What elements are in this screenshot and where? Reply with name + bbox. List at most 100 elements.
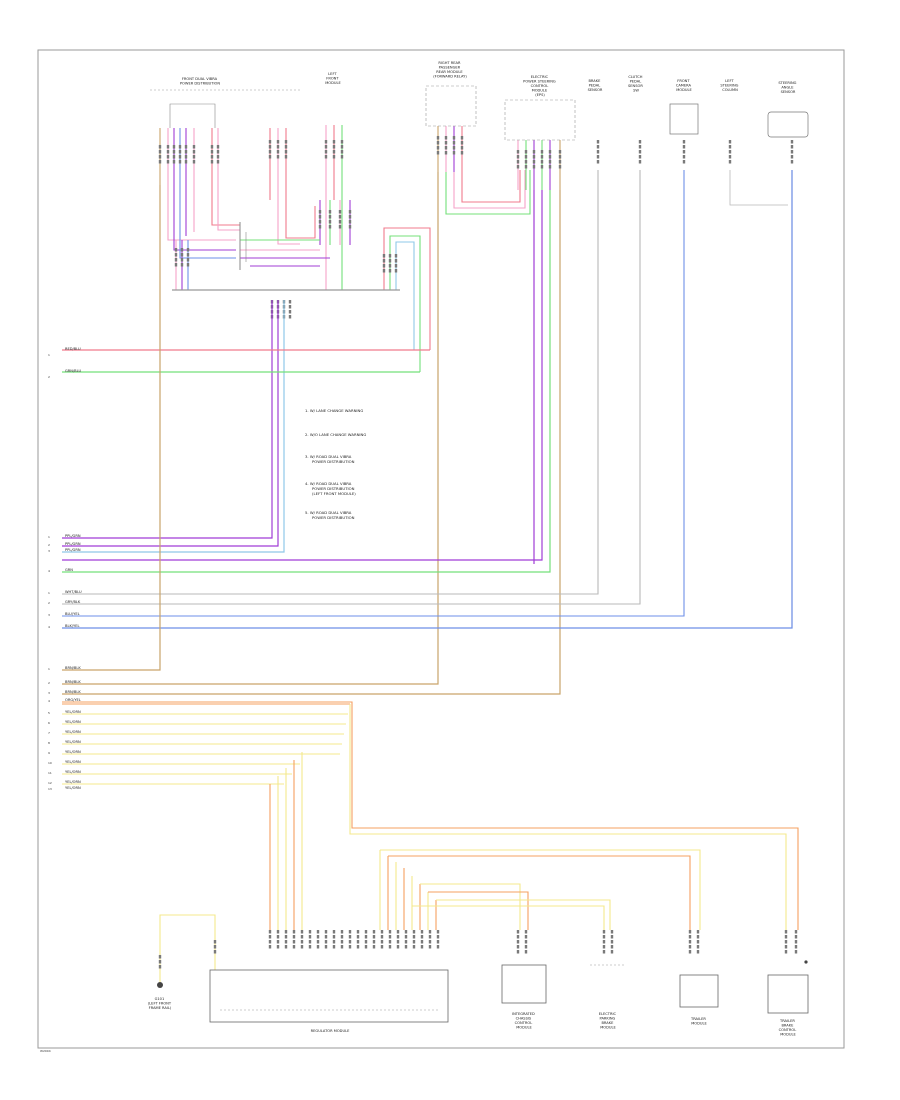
connector-pin: [268, 155, 272, 159]
connector-pin: [328, 220, 332, 224]
connector-pin: [558, 150, 562, 154]
connector-pin: [284, 140, 288, 144]
connector-pin: [284, 150, 288, 154]
connector-pin: [172, 160, 176, 164]
connector-pin: [548, 155, 552, 159]
connector-pin: [316, 945, 320, 949]
wire-73: [62, 185, 161, 671]
connector-pin: [460, 141, 464, 145]
wire-71: [729, 170, 788, 206]
connector-pin: [178, 160, 182, 164]
connector-pin: [404, 930, 408, 934]
connector-pin: [532, 150, 536, 154]
connector-pin: [186, 248, 190, 252]
connector-pin: [178, 155, 182, 159]
connector-pin: [516, 945, 520, 949]
connector-pin: [158, 160, 162, 164]
bus-label-power-9: YEL/ORN: [65, 760, 81, 764]
connector-pin: [558, 165, 562, 169]
connector-pin: [540, 160, 544, 164]
connector-pin: [292, 935, 296, 939]
connector-pin: [316, 930, 320, 934]
connector-pin: [348, 940, 352, 944]
connector-pin: [524, 150, 528, 154]
connector-pin: [300, 935, 304, 939]
connector-pin: [436, 930, 440, 934]
connector-pin: [436, 935, 440, 939]
connector-pin: [696, 930, 700, 934]
comp-steering-angle-box: [767, 111, 809, 138]
connector-pin: [784, 930, 788, 934]
connector-pin: [794, 935, 798, 939]
connector-pin: [460, 136, 464, 140]
connector-pin: [308, 930, 312, 934]
wire-8: [167, 185, 236, 241]
bus-label-low-1: GRY/BLK: [65, 600, 81, 604]
connector-pin: [300, 930, 304, 934]
connector-pin: [348, 225, 352, 229]
comp-right-rear-module: RIGHT REAR PASSENGER REAR MODULE (FORWAR…: [433, 61, 467, 79]
connector-pin: [158, 965, 162, 969]
connector-pin: [184, 160, 188, 164]
wire-22: [285, 200, 316, 239]
footer-code: W2004: [40, 1049, 51, 1053]
pin-number: 3: [48, 691, 50, 695]
connector-pin: [192, 160, 196, 164]
connector-pin: [340, 140, 344, 144]
connector-pin: [428, 940, 432, 944]
connector-pin: [288, 305, 292, 309]
connector-pin: [558, 155, 562, 159]
connector-pin: [318, 215, 322, 219]
connector-pin: [180, 248, 184, 252]
comp-front-camera-module: FRONT CAMERA MODULE: [676, 79, 693, 92]
comp-front-dual-vibra: FRONT DUAL VIBRA POWER DISTRIBUTION: [180, 77, 220, 86]
pin-number: 3: [48, 549, 50, 553]
connector-pin: [428, 945, 432, 949]
wire-84: [349, 704, 787, 930]
wire-63: [62, 190, 543, 561]
connector-pin: [388, 269, 392, 273]
wire-41: [383, 227, 431, 350]
bus-label-power-11: YEL/ORN: [65, 780, 81, 784]
connector-pin: [184, 155, 188, 159]
connector-pin: [728, 145, 732, 149]
comp-eps-module: ELECTRIC POWER STEERING CONTROL MODULE (…: [523, 75, 557, 97]
connector-pin: [436, 141, 440, 145]
connector-pin: [166, 145, 170, 149]
connector-pin: [548, 160, 552, 164]
connector-pin: [516, 940, 520, 944]
connector-pin: [460, 151, 464, 155]
connector-pin: [638, 145, 642, 149]
connector-pin: [276, 940, 280, 944]
pin-number: 2: [48, 601, 50, 605]
connector-pin: [784, 950, 788, 954]
connector-pin: [186, 258, 190, 262]
connector-pin: [548, 150, 552, 154]
connector-pin: [610, 940, 614, 944]
connector-pin: [348, 210, 352, 214]
connector-pin: [332, 140, 336, 144]
connector-pin: [524, 165, 528, 169]
top-components: FRONT DUAL VIBRA POWER DISTRIBUTION LEFT…: [150, 61, 809, 141]
connector-pin: [318, 210, 322, 214]
connector-pin: [276, 935, 280, 939]
connector-pin: [638, 160, 642, 164]
pin-number: 11: [48, 771, 52, 775]
connector-pin: [388, 940, 392, 944]
connector-pin: [412, 935, 416, 939]
wire-9: [173, 185, 236, 251]
wire-99: [388, 855, 691, 930]
connector-pin: [372, 935, 376, 939]
connector-pin: [516, 165, 520, 169]
connector-pin: [292, 930, 296, 934]
connector-pin: [688, 950, 692, 954]
connector-pin: [332, 150, 336, 154]
connector-pin: [213, 950, 217, 954]
connector-pin: [524, 155, 528, 159]
comp-steering-angle-sensor: STEERING ANGLE SENSOR: [778, 81, 797, 94]
connector-pin: [340, 935, 344, 939]
connector-pin: [638, 150, 642, 154]
comp-ground-g101: G101 (LEFT FRONT FRAME RAIL): [148, 997, 172, 1010]
connector-pin: [790, 145, 794, 149]
bus-label-power-2: BRN/BLK: [65, 690, 81, 694]
